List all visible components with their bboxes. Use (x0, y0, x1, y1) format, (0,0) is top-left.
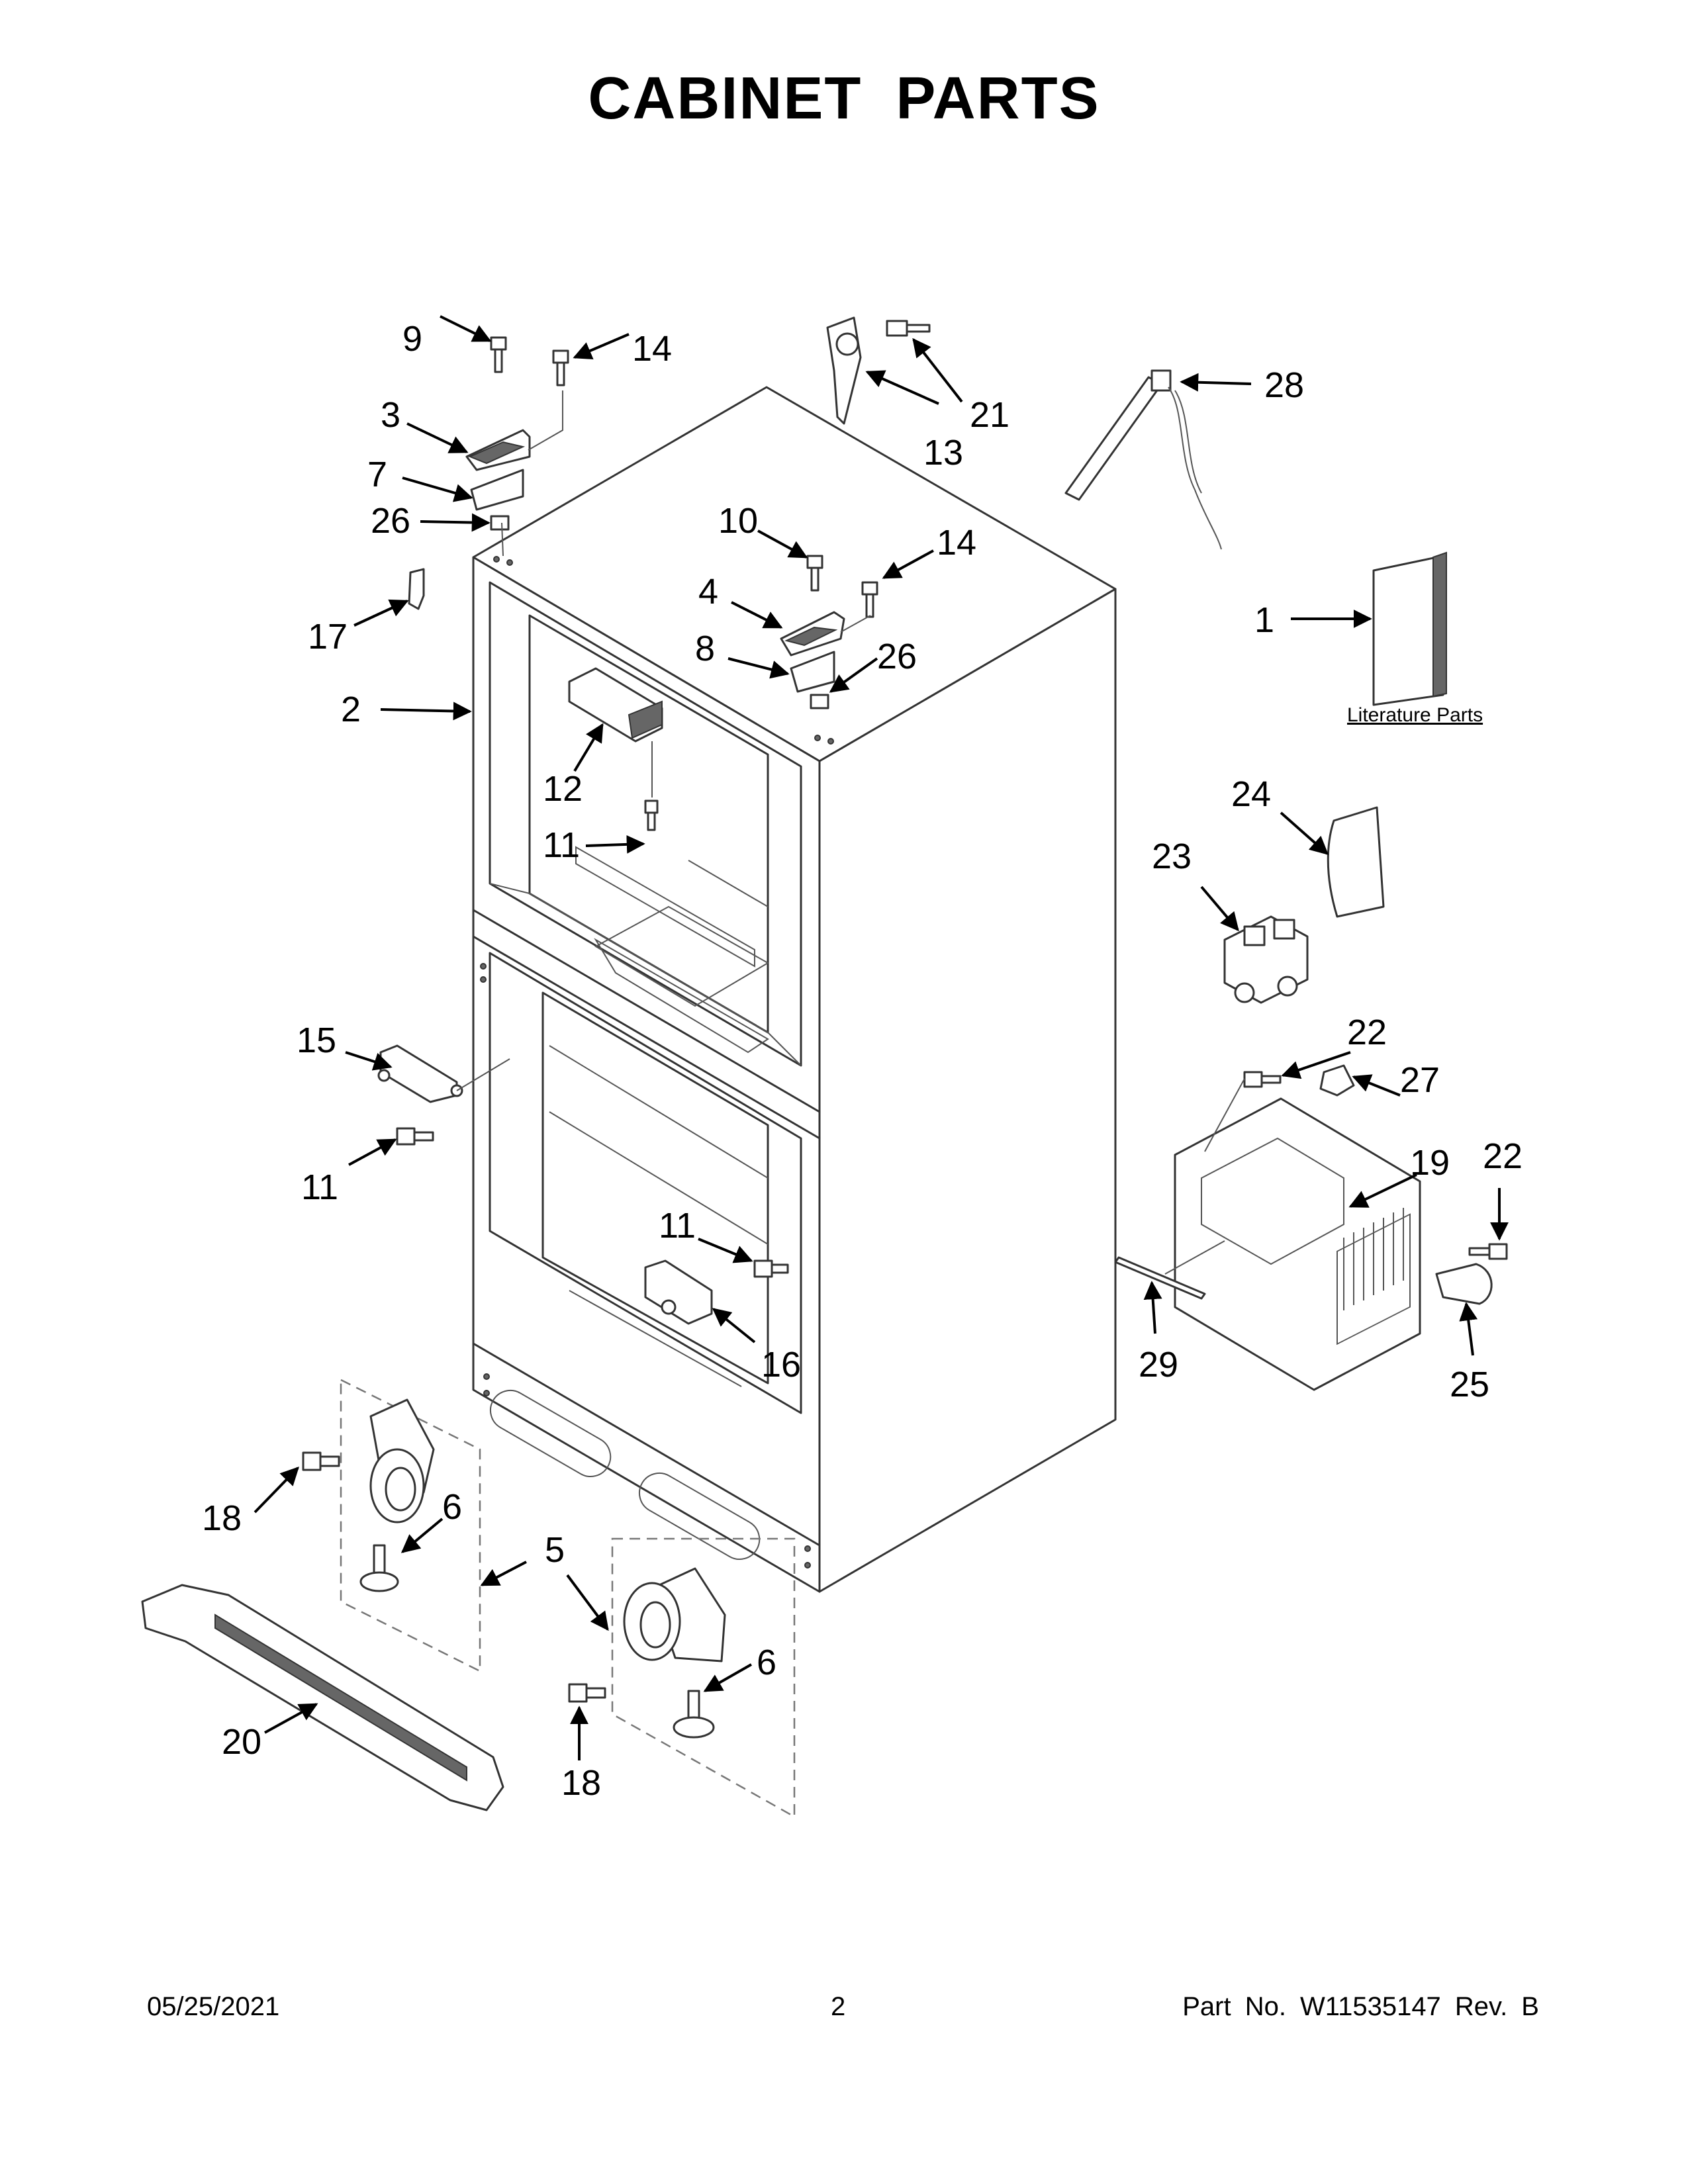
literature-parts-label: Literature Parts (1347, 704, 1483, 726)
callout-15: 15 (297, 1021, 336, 1060)
toe-grille-20 (141, 1584, 504, 1811)
callout-6b: 6 (757, 1643, 776, 1682)
bracket-12 (568, 667, 663, 831)
callout-2: 2 (341, 690, 361, 729)
callout-5: 5 (545, 1530, 565, 1570)
right-roller-assembly (568, 1537, 796, 1819)
callout-1: 1 (1254, 600, 1274, 640)
callout-7: 7 (367, 455, 387, 494)
leader-lines (254, 315, 1509, 1760)
callout-4: 4 (698, 572, 718, 612)
cover-24 (1327, 806, 1385, 918)
rear-panel-19 (1114, 1064, 1508, 1391)
water-valve-23 (1223, 915, 1309, 1004)
callout-22b: 22 (1483, 1136, 1523, 1176)
water-tube-28 (1064, 369, 1222, 550)
left-top-hinge-assembly (465, 336, 569, 557)
callout-20: 20 (222, 1722, 261, 1762)
callout-6: 6 (442, 1487, 462, 1527)
callout-16: 16 (761, 1345, 801, 1385)
cabinet (472, 386, 1117, 1593)
callout-9b: 10 (718, 501, 758, 541)
callout-9: 9 (402, 319, 422, 359)
center-top-hinge-assembly (780, 555, 878, 709)
page-title: CABINET PARTS (588, 66, 1100, 132)
callout-26: 26 (371, 501, 410, 541)
callout-17: 17 (308, 617, 348, 657)
literature-parts-1 (1372, 551, 1447, 706)
callout-23: 23 (1152, 837, 1192, 876)
callout-11b: 11 (659, 1206, 696, 1246)
callout-19: 19 (1410, 1143, 1450, 1183)
callout-3: 3 (381, 395, 400, 435)
bracket-15 (377, 1044, 510, 1146)
bracket-16 (644, 1259, 789, 1325)
rear-bracket-13 (826, 316, 931, 425)
callout-labels: 9 14 3 7 26 17 2 10 14 4 8 26 13 21 28 1… (202, 319, 1523, 1803)
callout-21: 21 (970, 395, 1009, 435)
footer-date: 05/25/2021 (147, 1992, 280, 2021)
callout-10: 11 (543, 825, 580, 865)
callout-14b: 14 (937, 523, 976, 563)
left-roller-assembly (302, 1378, 481, 1673)
callout-14: 14 (632, 329, 672, 369)
callout-24: 24 (1231, 774, 1271, 814)
callout-18: 18 (202, 1498, 242, 1538)
footer-part-number: Part No. W11535147 Rev. B (1182, 1992, 1539, 2021)
callout-26b: 26 (877, 637, 917, 676)
callout-22: 22 (1347, 1013, 1387, 1052)
callout-11: 11 (301, 1167, 338, 1207)
clip-17 (408, 568, 425, 610)
footer-page-number: 2 (831, 1992, 846, 2021)
callout-13: 13 (923, 433, 963, 473)
callout-18b: 18 (561, 1763, 601, 1803)
callout-29: 29 (1139, 1345, 1178, 1385)
callout-25: 25 (1450, 1365, 1489, 1404)
callout-27: 27 (1400, 1060, 1440, 1100)
callout-12: 12 (543, 769, 583, 809)
callout-28: 28 (1264, 365, 1304, 405)
callout-8: 8 (695, 629, 715, 668)
